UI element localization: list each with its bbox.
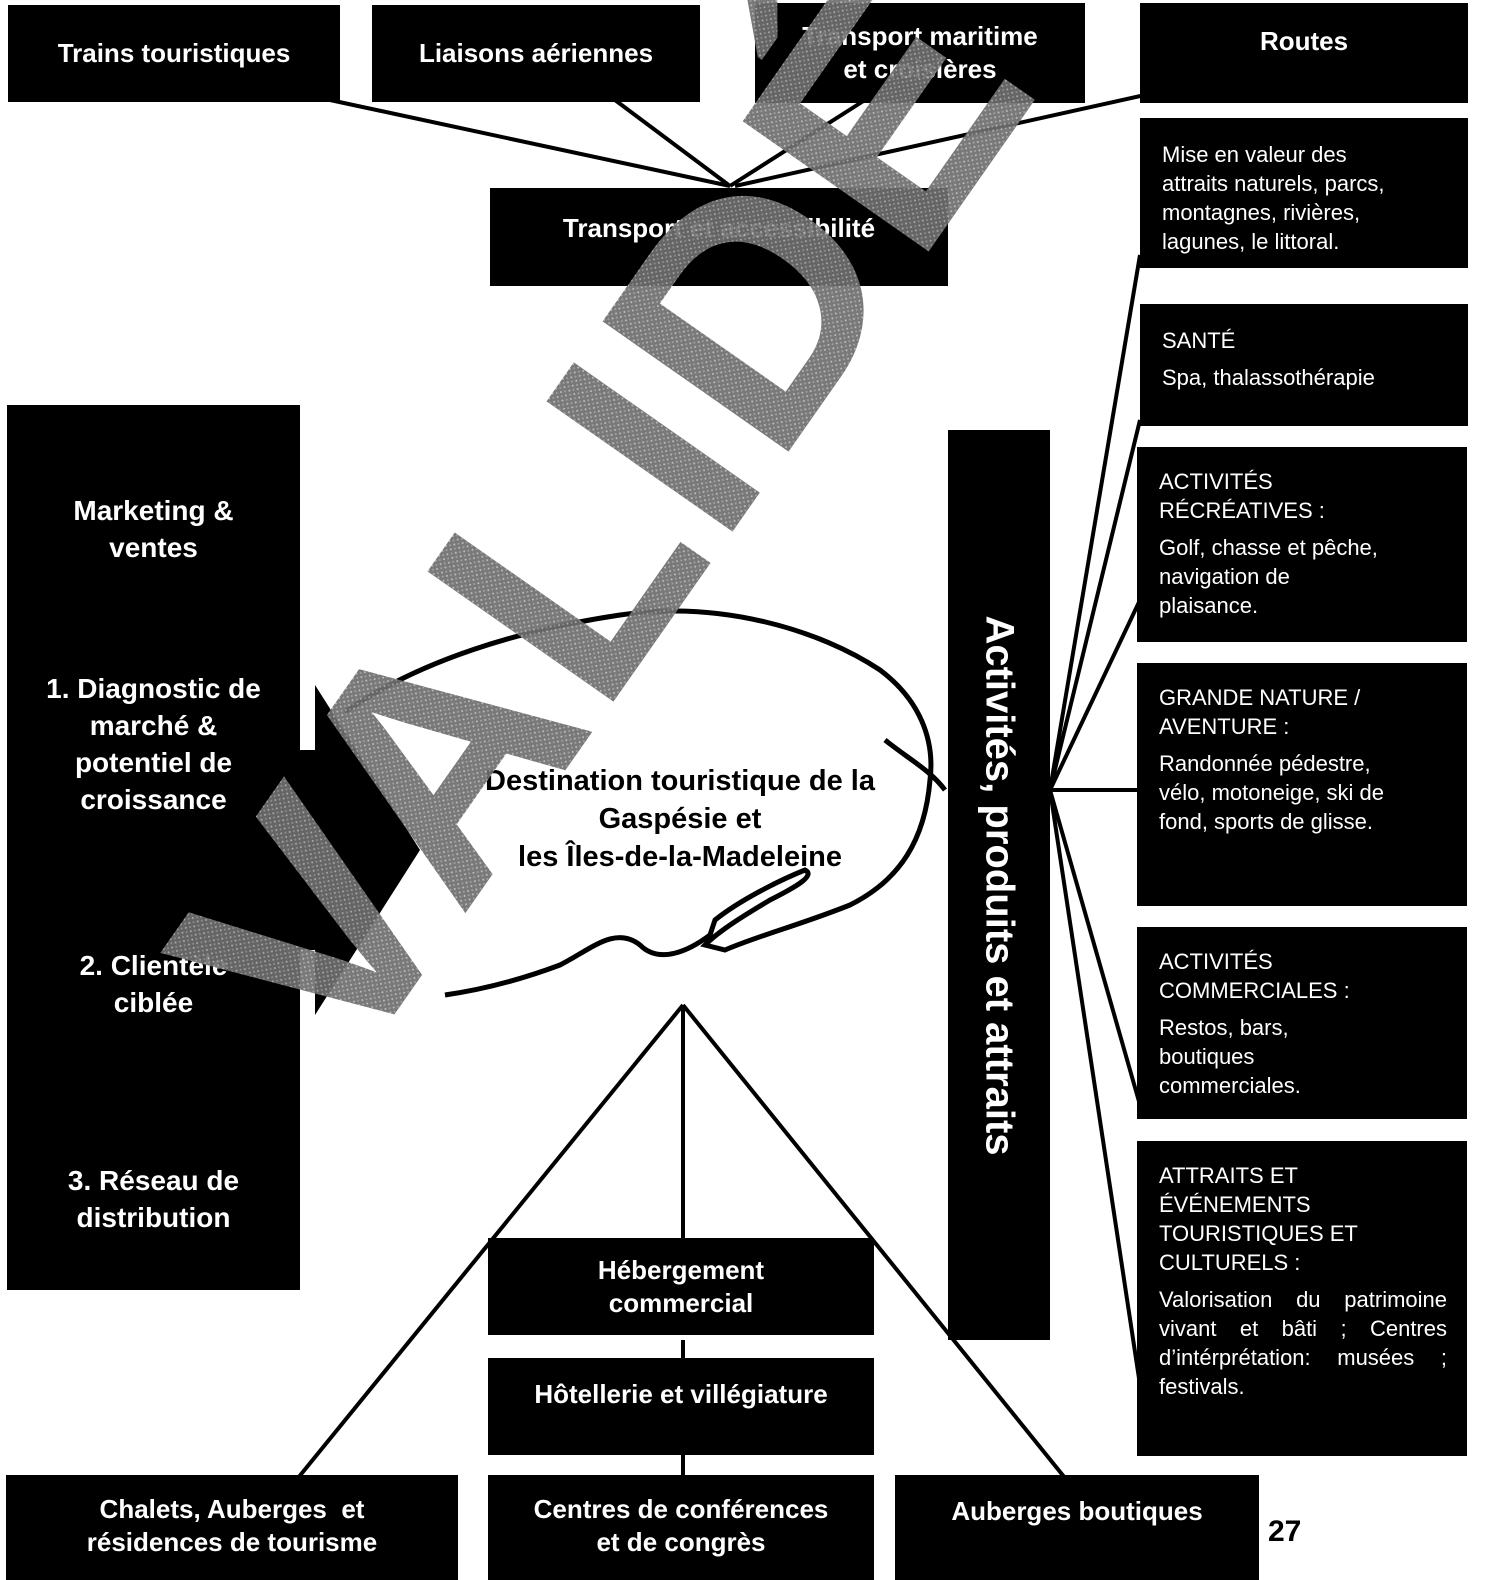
recreative-title-line1: ACTIVITÉS xyxy=(1159,469,1273,494)
sea-box: Transport maritime et croisières xyxy=(755,3,1085,103)
events-title-line1: ATTRAITS ET xyxy=(1159,1163,1298,1188)
health-body: Spa, thalassothérapie xyxy=(1162,365,1375,390)
marketing-item-1-line3: potentiel de xyxy=(74,747,233,778)
air-box: Liaisons aériennes xyxy=(372,5,700,102)
recreative-body-line3: plaisance. xyxy=(1159,593,1259,618)
commercial-lodging-box: Hébergement commercial xyxy=(488,1238,874,1335)
marketing-item-3-line2: distribution xyxy=(76,1202,231,1233)
hotels-label: Hôtellerie et villégiature xyxy=(534,1379,828,1409)
trains-box: Trains touristiques xyxy=(8,5,340,102)
nature-box: Mise en valeur des attraits naturels, pa… xyxy=(1140,118,1468,268)
centres-box: Centres de conférences et de congrès xyxy=(488,1475,874,1580)
adventure-body-line1: Randonnée pédestre, xyxy=(1159,751,1371,776)
marketing-item-1-line4: croissance xyxy=(80,784,227,815)
adventure-title-line2: AVENTURE : xyxy=(1159,714,1290,739)
commercial-lodging-line1: Hébergement xyxy=(597,1254,765,1285)
nature-line4: lagunes, le littoral. xyxy=(1162,229,1340,254)
connector-trains xyxy=(329,98,731,188)
activities-bar xyxy=(948,430,1050,1340)
marketing-item-3-line1: 3. Réseau de xyxy=(67,1165,240,1196)
connector-sea xyxy=(728,98,867,188)
recreative-body-line1: Golf, chasse et pêche, xyxy=(1159,535,1378,560)
nature-line2: attraits naturels, parcs, xyxy=(1162,171,1385,196)
marketing-item-2: 2. Clientèle ciblée xyxy=(7,947,300,1021)
recreative-body-line2: navigation de xyxy=(1159,564,1290,589)
marketing-item-1-line1: 1. Diagnostic de xyxy=(46,673,261,704)
commercial-box: ACTIVITÉS COMMERCIALES : Restos, bars, b… xyxy=(1137,927,1467,1119)
events-title-line4: CULTURELS : xyxy=(1159,1250,1301,1275)
marketing-title-line2: ventes xyxy=(109,532,198,563)
air-label: Liaisons aériennes xyxy=(418,38,654,68)
connector-events xyxy=(1048,789,1142,1386)
connector-health xyxy=(1048,419,1142,791)
boutiques-label: Auberges boutiques xyxy=(951,1496,1203,1526)
activities-bar-label-wrap: Activités, produits et attraits xyxy=(948,430,1050,1340)
marketing-arrow xyxy=(300,685,420,1015)
marketing-item-1-line2: marché & xyxy=(89,710,218,741)
nature-line3: montagnes, rivières, xyxy=(1162,200,1361,225)
roads-label: Routes xyxy=(1259,26,1349,56)
destination-line2: Gaspésie et xyxy=(598,803,762,835)
connector-air xyxy=(613,98,732,188)
commercial-title-line1: ACTIVITÉS xyxy=(1159,949,1273,974)
events-title-line2: ÉVÉNEMENTS xyxy=(1159,1192,1311,1217)
commercial-body-line2: boutiques xyxy=(1159,1044,1255,1069)
marketing-item-1: 1. Diagnostic de marché & potentiel de c… xyxy=(7,670,300,818)
activities-bar-label: Activités, produits et attraits xyxy=(977,614,1022,1156)
transport-hub-label: Transport et accessibilité xyxy=(562,213,876,243)
centres-line1: Centres de conférences xyxy=(533,1494,829,1524)
adventure-body-line2: vélo, motoneige, ski de xyxy=(1159,780,1385,805)
page-number: 27 xyxy=(1268,1515,1302,1548)
hotels-box: Hôtellerie et villégiature xyxy=(488,1358,874,1455)
adventure-title-line1: GRANDE NATURE / xyxy=(1159,685,1361,710)
commercial-body-line1: Restos, bars, xyxy=(1159,1015,1289,1040)
marketing-block xyxy=(7,405,300,1290)
roads-box: Routes xyxy=(1140,3,1468,103)
nature-line1: Mise en valeur des xyxy=(1162,142,1347,167)
commercial-lodging-line2: commercial xyxy=(608,1287,754,1318)
recreative-box: ACTIVITÉS RÉCRÉATIVES : Golf, chasse et … xyxy=(1137,447,1467,642)
recreative-title-line2: RÉCRÉATIVES : xyxy=(1159,498,1325,523)
marketing-item-2-line2: ciblée xyxy=(113,987,194,1018)
marketing-title-line1: Marketing & xyxy=(73,495,234,526)
boutiques-box: Auberges boutiques xyxy=(895,1475,1259,1580)
events-title-line3: TOURISTIQUES ET xyxy=(1159,1221,1358,1246)
sea-label-line1: Transport maritime xyxy=(802,21,1038,51)
marketing-title: Marketing & ventes xyxy=(7,492,300,566)
health-title: SANTÉ xyxy=(1162,328,1236,353)
commercial-title-line2: COMMERCIALES : xyxy=(1159,978,1350,1003)
sea-label-line2: et croisières xyxy=(843,54,997,84)
centres-line2: et de congrès xyxy=(596,1527,766,1557)
chalets-line2: résidences de tourisme xyxy=(86,1527,378,1557)
connector-recreative xyxy=(1048,599,1142,791)
marketing-item-3: 3. Réseau de distribution xyxy=(7,1162,300,1236)
connector-commercial xyxy=(1048,789,1142,1106)
connector-nature xyxy=(1048,254,1142,791)
chalets-line1: Chalets, Auberges et xyxy=(99,1494,365,1524)
marketing-item-2-line1: 2. Clientèle xyxy=(79,950,228,981)
adventure-box: GRANDE NATURE / AVENTURE : Randonnée péd… xyxy=(1137,663,1467,906)
destination-line3: les Îles-de-la-Madeleine xyxy=(518,841,842,873)
destination-line1: Destination touristique de la xyxy=(485,765,875,797)
island-outline xyxy=(343,608,934,998)
events-body: Valorisation du patrimoine vivant et bât… xyxy=(1159,1287,1447,1399)
commercial-body-line3: commerciales. xyxy=(1159,1073,1301,1098)
health-box: SANTÉ Spa, thalassothérapie xyxy=(1140,304,1468,426)
chalets-box: Chalets, Auberges et résidences de touri… xyxy=(6,1475,458,1580)
trains-label: Trains touristiques xyxy=(57,38,291,68)
destination-label: Destination touristique de la Gaspésie e… xyxy=(440,762,920,876)
connector-roads xyxy=(734,93,1146,188)
connector-boutiques xyxy=(681,1003,1067,1480)
transport-hub-box: Transport et accessibilité xyxy=(490,188,948,286)
events-box: ATTRAITS ET ÉVÉNEMENTS TOURISTIQUES ET C… xyxy=(1137,1141,1467,1456)
adventure-body-line3: fond, sports de glisse. xyxy=(1159,809,1374,834)
